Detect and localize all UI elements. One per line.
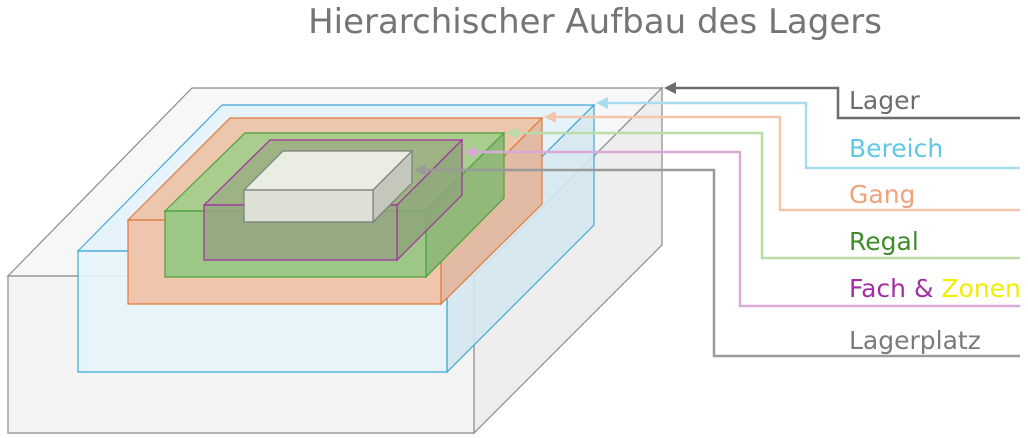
arrowhead-lager	[664, 82, 676, 94]
label-lager: Lager	[849, 86, 920, 115]
label-zonen: Zonen	[941, 274, 1021, 303]
label-bereich: Bereich	[849, 134, 944, 163]
diagram-title: Hierarchischer Aufbau des Lagers	[308, 2, 882, 42]
connector-bereich	[608, 101, 1020, 170]
connector-regal	[518, 131, 1020, 260]
arrowhead-fach	[464, 146, 476, 158]
label-regal: Regal	[849, 227, 919, 256]
label-fach: Fach &	[849, 274, 942, 303]
arrowhead-regal	[506, 127, 518, 139]
arrowhead-lagerplatz	[414, 164, 426, 176]
box-lagerplatz	[242, 149, 414, 224]
arrowhead-gang	[544, 111, 556, 123]
label-fach-zonen: Fach & Zonen	[849, 274, 1021, 304]
arrowhead-bereich	[596, 97, 608, 109]
label-lagerplatz: Lagerplatz	[849, 326, 981, 355]
connector-fach	[476, 150, 1020, 308]
label-gang: Gang	[849, 180, 916, 209]
connector-gang	[556, 115, 1020, 212]
connector-lager	[676, 86, 1020, 120]
connector-lagerplatz	[426, 168, 1020, 358]
